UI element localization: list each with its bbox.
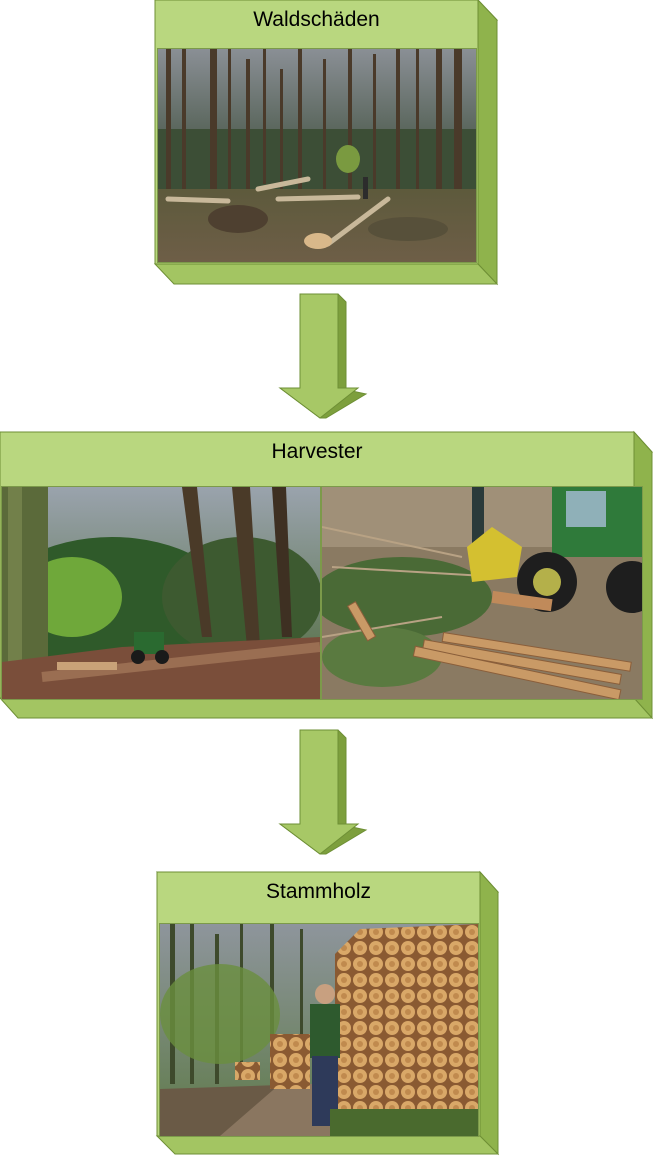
down-arrow-icon xyxy=(278,293,368,419)
timber-stack-photo xyxy=(159,923,479,1137)
step-title: Harvester xyxy=(271,440,363,463)
step-box-stammholz: Stammholz xyxy=(155,870,502,1157)
forest-tractor-photo xyxy=(1,486,321,700)
step-box-waldschaeden: Waldschäden xyxy=(153,0,500,288)
down-arrow-icon xyxy=(278,729,368,855)
step-title: Waldschäden xyxy=(253,8,380,31)
step-box-harvester: Harvester xyxy=(0,430,653,722)
step-title: Stammholz xyxy=(265,880,372,903)
harvester-machine-photo xyxy=(321,486,643,700)
forest-damage-photo xyxy=(157,48,477,263)
